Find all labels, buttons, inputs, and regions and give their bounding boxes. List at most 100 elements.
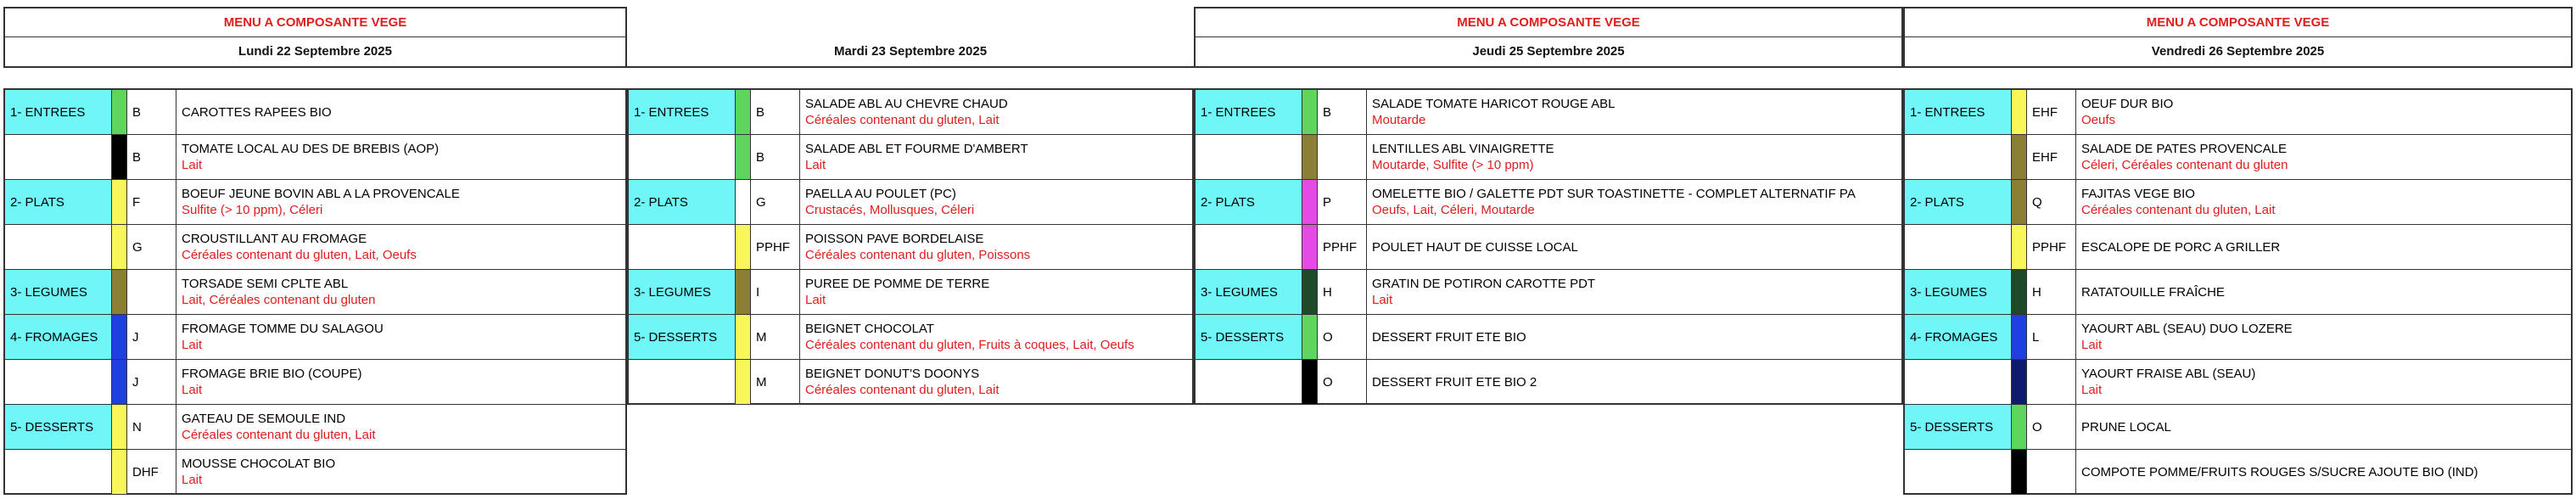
dish-cell: SALADE DE PATES PROVENCALE Céleri, Céréal… bbox=[2076, 135, 2571, 180]
category-cell bbox=[1905, 225, 2012, 270]
category-cell bbox=[629, 135, 736, 180]
dish-name: DESSERT FRUIT ETE BIO bbox=[1372, 329, 1526, 345]
dish-name: POULET HAUT DE CUISSE LOCAL bbox=[1372, 239, 1578, 255]
allergen-list: Céleri, Céréales contenant du gluten bbox=[2081, 158, 2288, 172]
allergen-list: Moutarde bbox=[1372, 113, 1426, 127]
code-cell: M bbox=[751, 360, 800, 405]
header-divider bbox=[627, 66, 1194, 68]
color-marker bbox=[2012, 315, 2027, 360]
dish-cell: DESSERT FRUIT ETE BIO bbox=[1367, 315, 1901, 360]
menu-row: 2- PLATS P OMELETTE BIO / GALETTE PDT SUR … bbox=[1196, 180, 1901, 225]
category-cell: 5- DESSERTS bbox=[629, 315, 736, 360]
category-cell bbox=[5, 225, 112, 270]
color-marker bbox=[2012, 225, 2027, 270]
dish-name: COMPOTE POMME/FRUITS ROUGES S/SUCRE AJOU… bbox=[2081, 464, 2478, 479]
code-cell: G bbox=[751, 180, 800, 225]
dish-name: POISSON PAVE BORDELAISE bbox=[805, 232, 984, 246]
menu-row: YAOURT FRAISE ABL (SEAU)Lait bbox=[1905, 360, 2571, 405]
allergen-list: Oeufs bbox=[2081, 113, 2116, 127]
allergen-list: Oeufs, Lait, Céleri, Moutarde bbox=[1372, 203, 1535, 217]
code-cell: Q bbox=[2027, 180, 2076, 225]
dish-name: BOEUF JEUNE BOVIN ABL A LA PROVENCALE bbox=[182, 187, 460, 201]
color-marker bbox=[1302, 360, 1318, 405]
dish-name: FAJITAS VEGE BIO bbox=[2081, 187, 2195, 201]
code-cell bbox=[127, 270, 176, 315]
color-marker bbox=[112, 90, 127, 135]
dish-cell: OEUF DUR BIO Oeufs bbox=[2076, 90, 2571, 135]
allergen-list: Lait bbox=[1372, 293, 1393, 307]
category-cell: 5- DESSERTS bbox=[1196, 315, 1302, 360]
dish-name: TOMATE LOCAL AU DES DE BREBIS (AOP) bbox=[182, 142, 440, 156]
code-cell: H bbox=[1318, 270, 1367, 315]
allergen-list: Sulfite (> 10 ppm), Céleri bbox=[182, 203, 323, 217]
color-marker bbox=[736, 315, 751, 360]
code-cell bbox=[1318, 135, 1367, 180]
dish-name: PAELLA AU POULET (PC) bbox=[805, 187, 956, 201]
menu-row: PPHF POULET HAUT DE CUISSE LOCAL bbox=[1196, 225, 1901, 270]
allergen-list: Lait bbox=[805, 293, 826, 307]
category-cell: 1- ENTREES bbox=[1905, 90, 2012, 135]
code-cell: DHF bbox=[127, 450, 176, 495]
color-marker bbox=[1302, 135, 1318, 180]
code-cell: P bbox=[1318, 180, 1367, 225]
allergen-list: Céréales contenant du gluten, Lait bbox=[182, 428, 376, 442]
dish-name: GATEAU DE SEMOULE IND bbox=[182, 412, 346, 426]
code-cell: O bbox=[1318, 360, 1367, 405]
color-marker bbox=[1302, 180, 1318, 225]
category-cell: 2- PLATS bbox=[629, 180, 736, 225]
dish-name: OMELETTE BIO / GALETTE PDT SUR TOASTINET… bbox=[1372, 187, 1856, 201]
color-marker bbox=[1302, 225, 1318, 270]
color-marker bbox=[736, 360, 751, 405]
dish-name: YAOURT ABL (SEAU) DUO LOZERE bbox=[2081, 322, 2293, 336]
dish-cell: TOMATE LOCAL AU DES DE BREBIS (AOP)Lait bbox=[176, 135, 625, 180]
allergen-list: Lait bbox=[805, 158, 826, 172]
color-marker bbox=[112, 180, 127, 225]
dish-name: BEIGNET CHOCOLAT bbox=[805, 322, 934, 336]
category-cell: 2- PLATS bbox=[1196, 180, 1302, 225]
dish-cell: ESCALOPE DE PORC A GRILLER bbox=[2076, 225, 2571, 270]
color-marker bbox=[112, 135, 127, 180]
color-marker bbox=[736, 225, 751, 270]
dish-name: SALADE DE PATES PROVENCALE bbox=[2081, 142, 2288, 156]
category-cell: 2- PLATS bbox=[5, 180, 112, 225]
color-marker bbox=[1302, 315, 1318, 360]
category-cell bbox=[1905, 450, 2012, 495]
color-marker bbox=[2012, 360, 2027, 405]
category-cell: 3- LEGUMES bbox=[5, 270, 112, 315]
menu-title: MENU A COMPOSANTE VEGE bbox=[1905, 8, 2571, 37]
code-cell: N bbox=[127, 405, 176, 450]
dish-name: FROMAGE BRIE BIO (COUPE) bbox=[182, 367, 362, 381]
color-marker bbox=[2012, 135, 2027, 180]
code-cell: O bbox=[2027, 405, 2076, 450]
color-marker bbox=[736, 270, 751, 315]
dish-cell: POULET HAUT DE CUISSE LOCAL bbox=[1367, 225, 1901, 270]
code-cell: J bbox=[127, 315, 176, 360]
dish-cell: PAELLA AU POULET (PC)Crustacés, Mollusqu… bbox=[800, 180, 1192, 225]
code-cell: PPHF bbox=[1318, 225, 1367, 270]
category-cell bbox=[5, 135, 112, 180]
dish-name: OEUF DUR BIO bbox=[2081, 97, 2174, 111]
color-marker bbox=[736, 90, 751, 135]
code-cell: J bbox=[127, 360, 176, 405]
